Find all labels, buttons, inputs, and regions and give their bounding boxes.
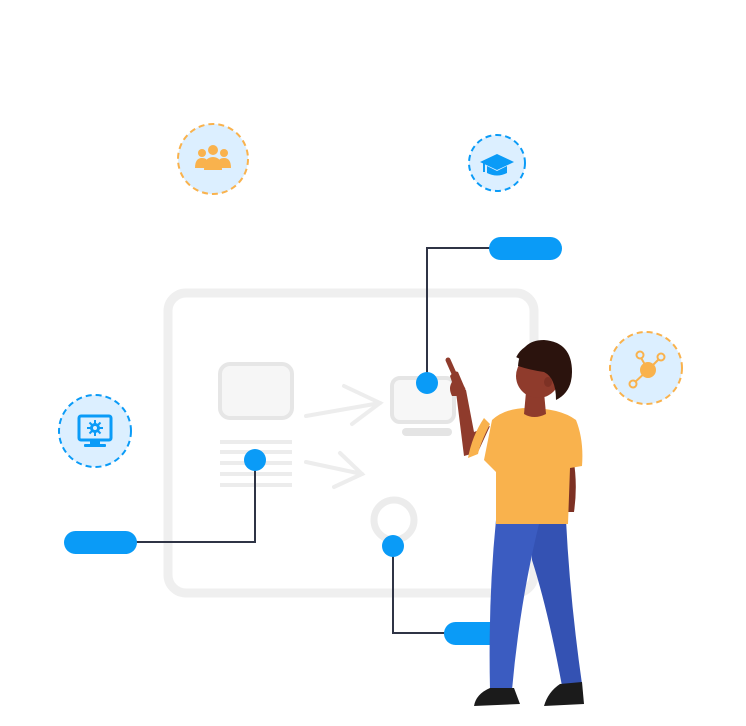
person-back-leg bbox=[530, 520, 582, 686]
ring-placeholder bbox=[370, 496, 418, 544]
graduation-cap-icon bbox=[480, 154, 514, 176]
graduation-cap-icon-badge bbox=[468, 134, 526, 192]
connector-lines bbox=[120, 247, 500, 634]
network-globe-icon-badge bbox=[609, 331, 683, 405]
connector-dot-left bbox=[244, 449, 266, 471]
person-shoe-right bbox=[544, 682, 584, 706]
whiteboard bbox=[163, 288, 539, 598]
team-icon bbox=[195, 145, 231, 170]
connector-dot-top bbox=[416, 372, 438, 394]
label-pill-left bbox=[64, 531, 137, 554]
image-placeholder-card bbox=[218, 362, 294, 420]
team-icon-badge bbox=[177, 123, 249, 195]
person-hair bbox=[518, 340, 572, 400]
flow-arrows bbox=[304, 384, 384, 489]
person-shoe-left bbox=[474, 688, 520, 706]
person-shirt bbox=[484, 408, 583, 524]
network-globe-icon bbox=[628, 350, 666, 389]
monitor-settings-icon bbox=[77, 414, 113, 447]
monitor-settings-icon-badge bbox=[58, 394, 132, 468]
person-figure bbox=[445, 340, 584, 706]
label-pill-top bbox=[489, 237, 562, 260]
connector-dot-bottom bbox=[382, 535, 404, 557]
person-front-leg bbox=[489, 520, 540, 690]
